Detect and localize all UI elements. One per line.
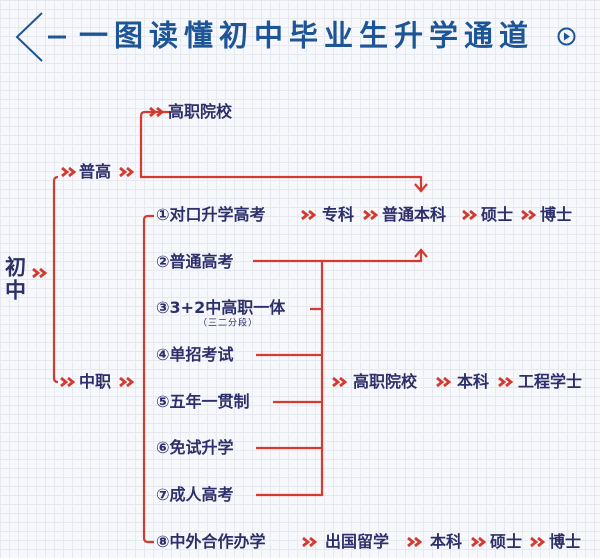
higher-vocational-college-label: 高职院校: [168, 102, 233, 121]
double-chevron-icon: [31, 267, 48, 279]
vocational-split-line: [142, 214, 154, 544]
double-chevron-icon: [435, 376, 452, 388]
double-chevron-icon: [148, 106, 165, 118]
root-split-line: [52, 175, 59, 384]
route-7-label: ⑦成人高考: [156, 485, 234, 504]
route-8-step: 博士: [549, 532, 582, 551]
root-label-chu: 初: [5, 255, 26, 280]
vocational-label: 中职: [79, 372, 112, 391]
double-chevron-icon: [362, 209, 379, 221]
root-label-zhong: 中: [5, 278, 26, 303]
merged-step: 本科: [457, 372, 490, 391]
double-chevron-icon: [520, 209, 537, 221]
route-3-label: ③3+2中高职一体: [156, 298, 286, 317]
double-chevron-icon: [118, 376, 135, 388]
merged-step: 工程学士: [518, 372, 583, 391]
route-3-note: （三二分段）: [198, 318, 259, 329]
double-chevron-icon: [461, 209, 478, 221]
route-1-step: 专科: [322, 205, 355, 224]
double-chevron-icon: [406, 536, 423, 548]
arrow-up-icon: [414, 248, 428, 258]
double-chevron-icon: [118, 166, 135, 178]
route-1-step: 普通本科: [382, 205, 447, 224]
title-bracket-decoration: [15, 12, 66, 62]
play-icon[interactable]: [557, 27, 576, 46]
merge-line: [256, 261, 324, 497]
double-chevron-icon: [470, 536, 487, 548]
double-chevron-icon: [301, 536, 318, 548]
gaokao-line: [253, 250, 423, 263]
route-6-label: ⑥免试升学: [156, 438, 234, 457]
route-8-step: 本科: [430, 532, 463, 551]
double-chevron-icon: [497, 376, 514, 388]
double-chevron-icon: [60, 166, 77, 178]
double-chevron-icon: [331, 376, 348, 388]
route-8-step: 硕士: [490, 532, 523, 551]
route-2-label: ②普通高考: [156, 252, 234, 271]
route-8-step: 出国留学: [325, 532, 390, 551]
merged-step: 高职院校: [353, 372, 418, 391]
general-high-label: 普高: [79, 162, 112, 181]
route-4-label: ④单招考试: [156, 345, 234, 364]
double-chevron-icon: [529, 536, 546, 548]
arrow-down-icon: [414, 183, 428, 193]
double-chevron-icon: [300, 209, 317, 221]
route-1-label: ①对口升学高考: [156, 205, 266, 224]
route-8-label: ⑧中外合作办学: [156, 532, 266, 551]
double-chevron-icon: [59, 376, 76, 388]
route-1-step: 硕士: [481, 205, 514, 224]
general-high-line: [139, 110, 423, 190]
route-1-step: 博士: [540, 205, 573, 224]
route-5-label: ⑤五年一贯制: [156, 392, 250, 411]
page-title: 一图读懂初中毕业生升学通道: [79, 18, 535, 53]
